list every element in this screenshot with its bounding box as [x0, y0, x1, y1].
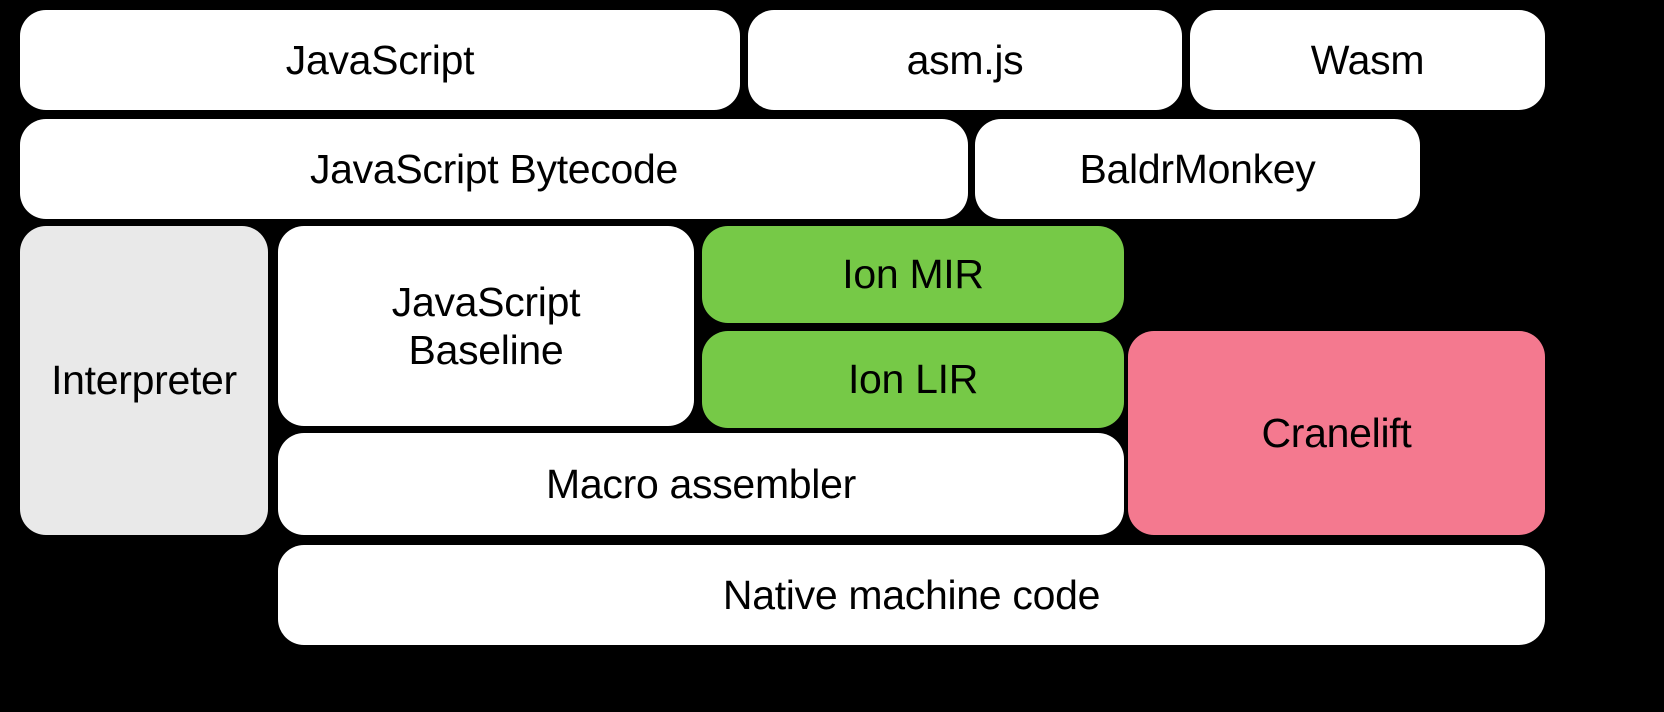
node-wasm[interactable]: Wasm	[1190, 10, 1545, 110]
node-javascript-bytecode[interactable]: JavaScript Bytecode	[20, 119, 968, 219]
node-macro-assembler[interactable]: Macro assembler	[278, 433, 1124, 535]
node-ion-mir[interactable]: Ion MIR	[702, 226, 1124, 323]
node-interpreter[interactable]: Interpreter	[20, 226, 268, 535]
node-asmjs[interactable]: asm.js	[748, 10, 1182, 110]
node-ion-lir[interactable]: Ion LIR	[702, 331, 1124, 428]
node-cranelift[interactable]: Cranelift	[1128, 331, 1545, 535]
node-javascript-baseline[interactable]: JavaScript Baseline	[278, 226, 694, 426]
node-baldrmonkey[interactable]: BaldrMonkey	[975, 119, 1420, 219]
node-native-machine-code[interactable]: Native machine code	[278, 545, 1545, 645]
node-javascript[interactable]: JavaScript	[20, 10, 740, 110]
